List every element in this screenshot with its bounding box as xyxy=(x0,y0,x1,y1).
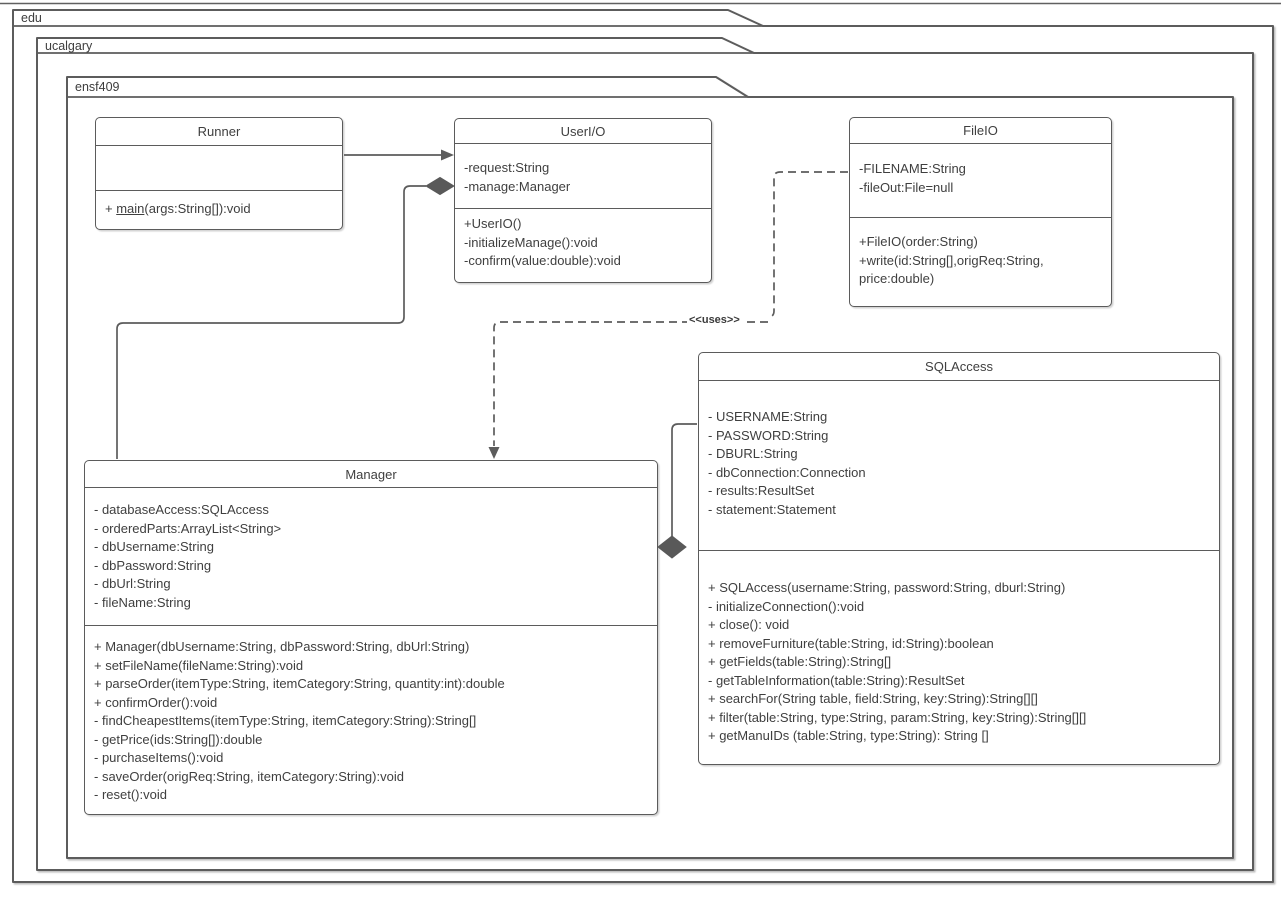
uml-member-line: -request:String xyxy=(464,160,550,175)
class-manager-methods: + Manager(dbUsername:String, dbPassword:… xyxy=(85,626,657,814)
class-fileio-attributes: -FILENAME:String -fileOut:File=null xyxy=(850,144,1111,218)
uml-member-line: - results:ResultSet xyxy=(708,483,815,498)
uml-member-line: - PASSWORD:String xyxy=(708,427,829,443)
uml-member-line: - databaseAccess:SQLAccess xyxy=(94,502,269,517)
uml-member-line: - getTableInformation(table:String):Resu… xyxy=(708,672,965,688)
method-visibility: + xyxy=(105,201,117,216)
uml-member-line: -FILENAME:String xyxy=(859,161,966,176)
class-userio-title: UserI/O xyxy=(455,119,711,144)
uml-member-line: -confirm(value:double):void xyxy=(464,253,621,268)
class-manager-title: Manager xyxy=(85,461,657,488)
uml-member-line: - dbUrl:String xyxy=(94,576,171,591)
uml-member-line: - fileName:String xyxy=(94,594,191,610)
uml-member-line: -fileOut:File=null xyxy=(859,179,954,195)
class-userio[interactable]: UserI/O -request:String -manage:Manager +… xyxy=(454,118,712,283)
uses-stereotype-label: <<uses>> xyxy=(687,314,742,326)
uml-member-line: -manage:Manager xyxy=(464,178,571,194)
uml-member-line: + searchFor(String table, field:String, … xyxy=(708,691,1038,706)
class-runner-methods: + main(args:String[]):void xyxy=(96,191,342,229)
class-manager[interactable]: Manager - databaseAccess:SQLAccess - orde… xyxy=(84,460,658,815)
package-label-edu: edu xyxy=(21,11,42,25)
class-sqlaccess-attributes: - USERNAME:String - PASSWORD:String - DBUR… xyxy=(699,381,1219,551)
uml-member-line: + parseOrder(itemType:String, itemCatego… xyxy=(94,676,505,691)
class-manager-attributes: - databaseAccess:SQLAccess - orderedParts… xyxy=(85,488,657,626)
uml-member-line: - dbPassword:String xyxy=(94,557,212,573)
class-runner[interactable]: Runner + main(args:String[]):void xyxy=(95,117,343,230)
uml-member-line: + main(args:String[]):void xyxy=(105,200,338,219)
package-label-ensf409: ensf409 xyxy=(75,80,120,94)
uml-member-line: +FileIO(order:String) xyxy=(859,234,978,249)
uml-member-line: - DBURL:String xyxy=(708,446,798,461)
class-fileio[interactable]: FileIO -FILENAME:String -fileOut:File=nul… xyxy=(849,117,1112,307)
uml-member-line: + setFileName(fileName:String):void xyxy=(94,657,304,673)
class-fileio-title: FileIO xyxy=(850,118,1111,144)
class-sqlaccess-methods: + SQLAccess(username:String, password:St… xyxy=(699,551,1219,764)
uml-member-line: - dbUsername:String xyxy=(94,539,214,554)
uml-member-line: + close(): void xyxy=(708,617,790,632)
uml-member-line: +write(id:String[],origReq:String, xyxy=(859,252,1044,268)
package-label-ucalgary: ucalgary xyxy=(45,39,93,53)
uml-member-line: - purchaseItems():void xyxy=(94,750,224,765)
class-fileio-methods: +FileIO(order:String) +write(id:String[],… xyxy=(850,218,1111,306)
uml-member-line: -initializeManage():void xyxy=(464,234,598,250)
uml-member-line: +UserIO() xyxy=(464,216,522,231)
uml-member-line: + getManuIDs (table:String, type:String)… xyxy=(708,728,989,743)
class-runner-attributes xyxy=(96,146,342,191)
class-sqlaccess[interactable]: SQLAccess - USERNAME:String - PASSWORD:St… xyxy=(698,352,1220,765)
uml-member-line: - initializeConnection():void xyxy=(708,598,865,614)
uml-member-line: + SQLAccess(username:String, password:St… xyxy=(708,580,1066,595)
uml-member-line: + getFields(table:String):String[] xyxy=(708,654,892,669)
class-runner-title: Runner xyxy=(96,118,342,146)
method-signature: (args:String[]):void xyxy=(144,201,251,216)
uml-member-line: - reset():void xyxy=(94,787,167,802)
class-userio-attributes: -request:String -manage:Manager xyxy=(455,144,711,209)
uml-member-line: - dbConnection:Connection xyxy=(708,464,866,480)
uml-member-line: - getPrice(ids:String[]):double xyxy=(94,731,263,747)
uml-member-line: - USERNAME:String xyxy=(708,409,828,424)
uml-member-line: - findCheapestItems(itemType:String, ite… xyxy=(94,713,477,728)
class-userio-methods: +UserIO() -initializeManage():void -confir… xyxy=(455,209,711,282)
uml-member-line: price:double) xyxy=(859,271,935,286)
uml-member-line: - statement:Statement xyxy=(708,501,836,517)
uml-member-line: + Manager(dbUsername:String, dbPassword:… xyxy=(94,639,470,654)
static-method-name: main xyxy=(116,201,145,216)
uml-member-line: + filter(table:String, type:String, para… xyxy=(708,709,1087,725)
class-sqlaccess-title: SQLAccess xyxy=(699,353,1219,381)
uml-member-line: + removeFurniture(table:String, id:Strin… xyxy=(708,635,994,651)
uml-member-line: - orderedParts:ArrayList<String> xyxy=(94,520,282,536)
uml-member-line: - saveOrder(origReq:String, itemCategory… xyxy=(94,768,404,784)
uml-member-line: + confirmOrder():void xyxy=(94,694,218,710)
